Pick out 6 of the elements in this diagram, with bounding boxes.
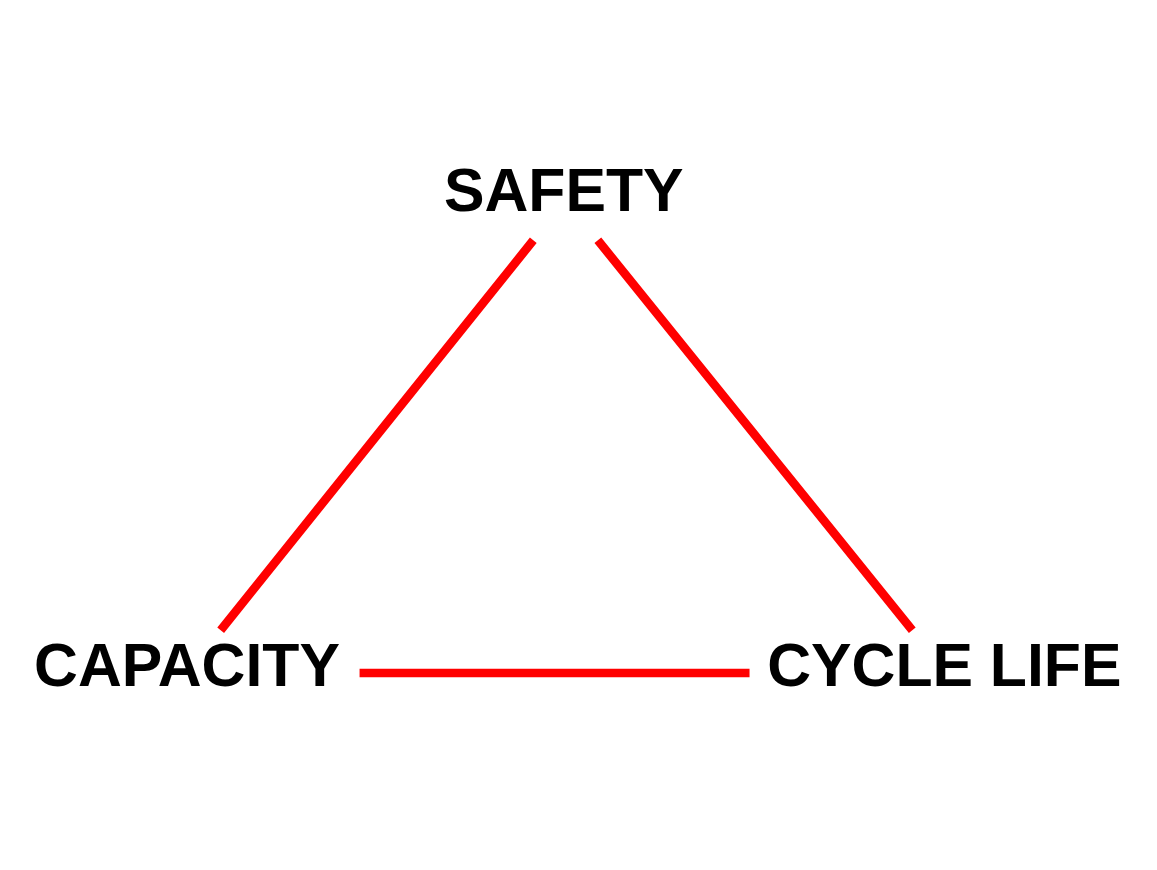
node-text: SAFETY [444,155,684,224]
connector [594,237,916,633]
node-text: CAPACITY [34,630,340,699]
connector [359,668,750,677]
connector [217,237,537,633]
node-text: CYCLE LIFE [767,630,1122,699]
